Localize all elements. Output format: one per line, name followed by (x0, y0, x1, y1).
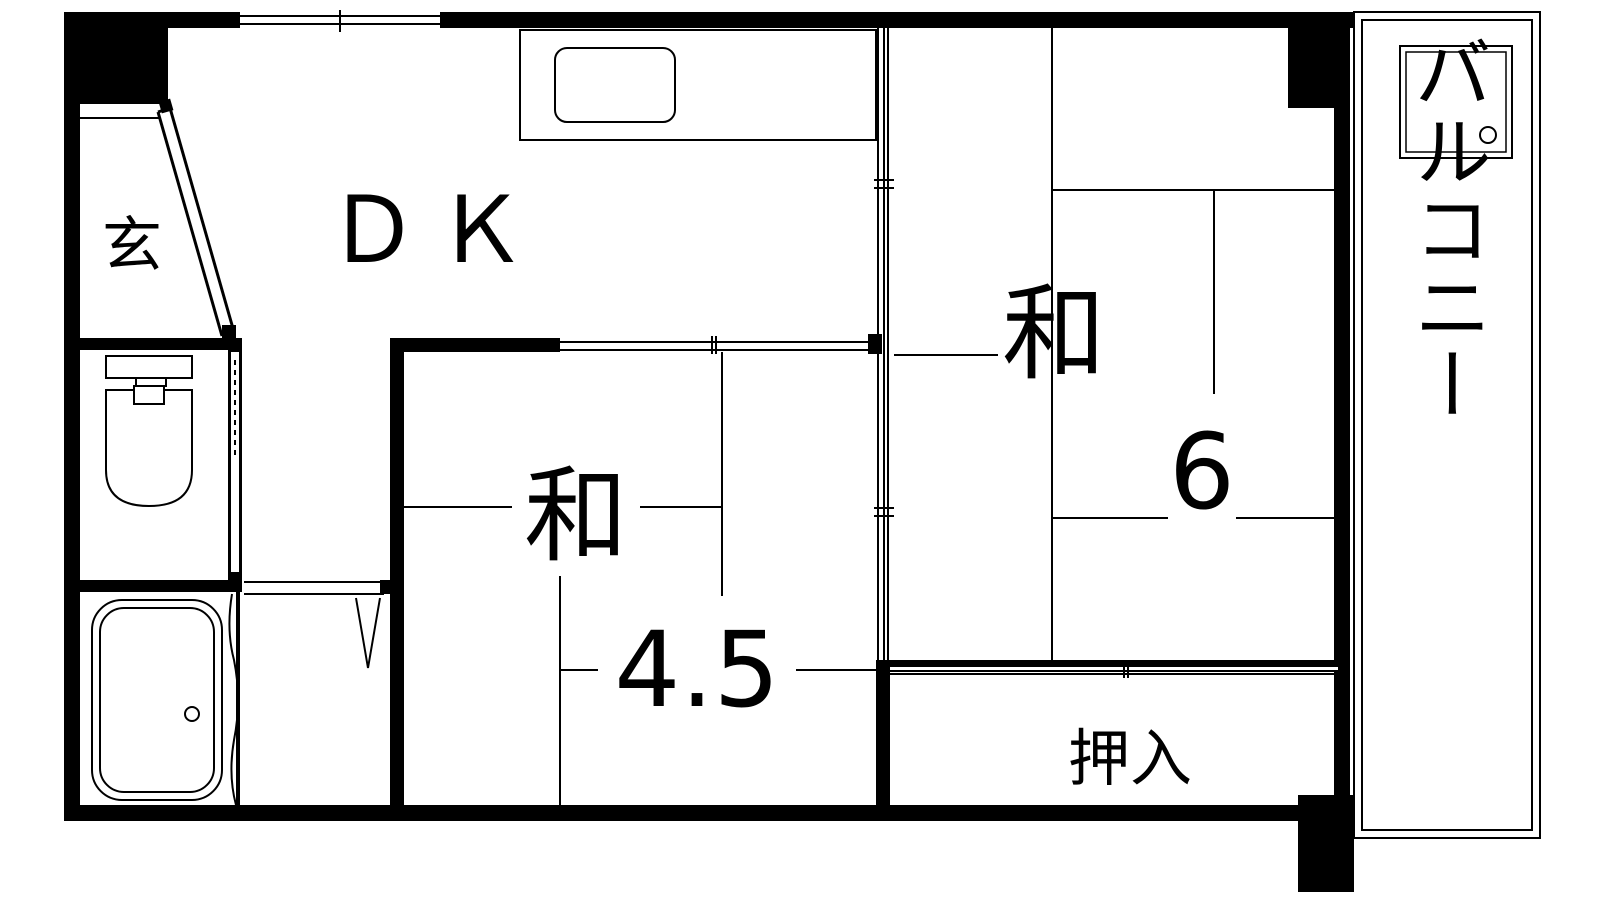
toilet-fixture (105, 355, 193, 508)
entrance-door (80, 98, 236, 339)
window-top (240, 10, 440, 32)
wall-right (1334, 12, 1350, 821)
balcony (1353, 11, 1541, 839)
balcony-label: バルコニー (1401, 33, 1491, 423)
bathtub (91, 593, 239, 806)
wall-bottom (64, 805, 1354, 821)
wall-dk-45 (390, 338, 560, 352)
washer-mark (355, 597, 381, 669)
sliding-door-dk-45 (560, 334, 882, 354)
entrance-label: 玄 (102, 211, 162, 281)
wall-45-6 (876, 660, 890, 813)
closet-sliding-door (890, 660, 1350, 678)
wall-toilet-top (80, 338, 230, 350)
washitsu-45-label: 和 (524, 455, 628, 577)
wall-toilet-bath (80, 580, 240, 592)
wall-left-45 (390, 338, 404, 813)
tatami-45 (404, 352, 876, 813)
wall-left (64, 12, 80, 821)
bath-entry (244, 580, 392, 595)
kitchen-counter (519, 29, 877, 141)
pillar-bottom-right (1298, 795, 1354, 892)
pillar-top-right (1288, 12, 1350, 108)
toilet-door (229, 352, 241, 572)
washitsu-6-size: 6 (1169, 411, 1235, 533)
tatami-6 (894, 28, 1334, 660)
pillar-top-left (64, 12, 168, 104)
washitsu-6-label: 和 (1002, 273, 1106, 395)
washitsu-45-size: 4.5 (614, 609, 779, 731)
dk-label: ＤＫ (327, 177, 543, 284)
sliding-door-vertical (874, 28, 894, 660)
closet-label: 押入 (1068, 722, 1192, 795)
